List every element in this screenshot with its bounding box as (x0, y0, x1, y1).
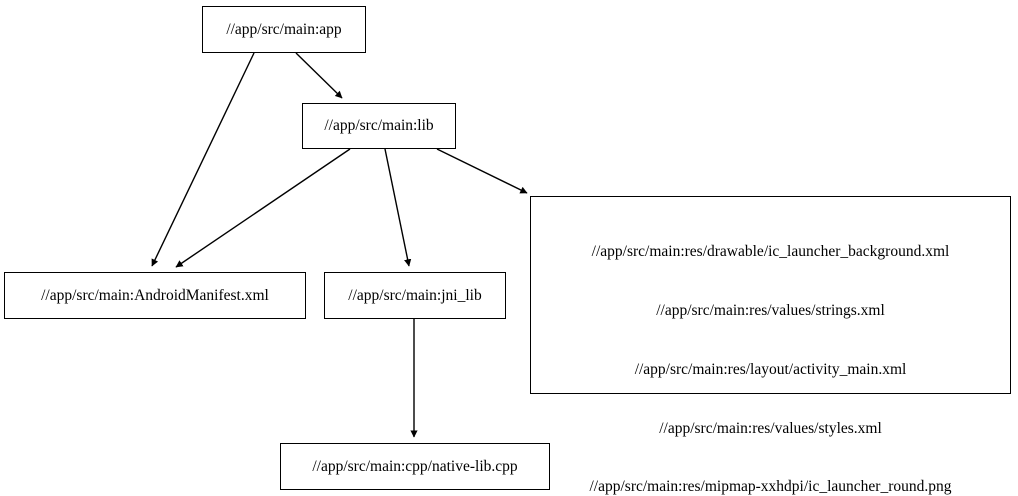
edge-lib-to-jni-lib (384, 148, 412, 267)
res-line: //app/src/main:res/values/styles.xml (659, 419, 882, 437)
node-jni-lib[interactable]: //app/src/main:jni_lib (324, 272, 506, 319)
res-line: //app/src/main:res/values/strings.xml (656, 301, 885, 319)
edge-app-to-lib (295, 52, 343, 99)
node-app[interactable]: //app/src/main:app (202, 6, 366, 53)
edge-lib-to-res-group (436, 148, 528, 194)
res-line: //app/src/main:res/layout/activity_main.… (634, 360, 907, 378)
edge-app-to-manifest (151, 52, 255, 267)
node-lib[interactable]: //app/src/main:lib (302, 103, 456, 149)
edge-lib-to-manifest (175, 148, 351, 268)
res-line: //app/src/main:res/mipmap-xxhdpi/ic_laun… (589, 478, 952, 496)
node-res-group[interactable]: //app/src/main:res/drawable/ic_launcher_… (530, 196, 1011, 495)
node-android-manifest[interactable]: //app/src/main:AndroidManifest.xml (4, 272, 306, 319)
node-native-lib-cpp[interactable]: //app/src/main:cpp/native-lib.cpp (280, 443, 550, 490)
res-line: //app/src/main:res/drawable/ic_launcher_… (591, 243, 950, 261)
